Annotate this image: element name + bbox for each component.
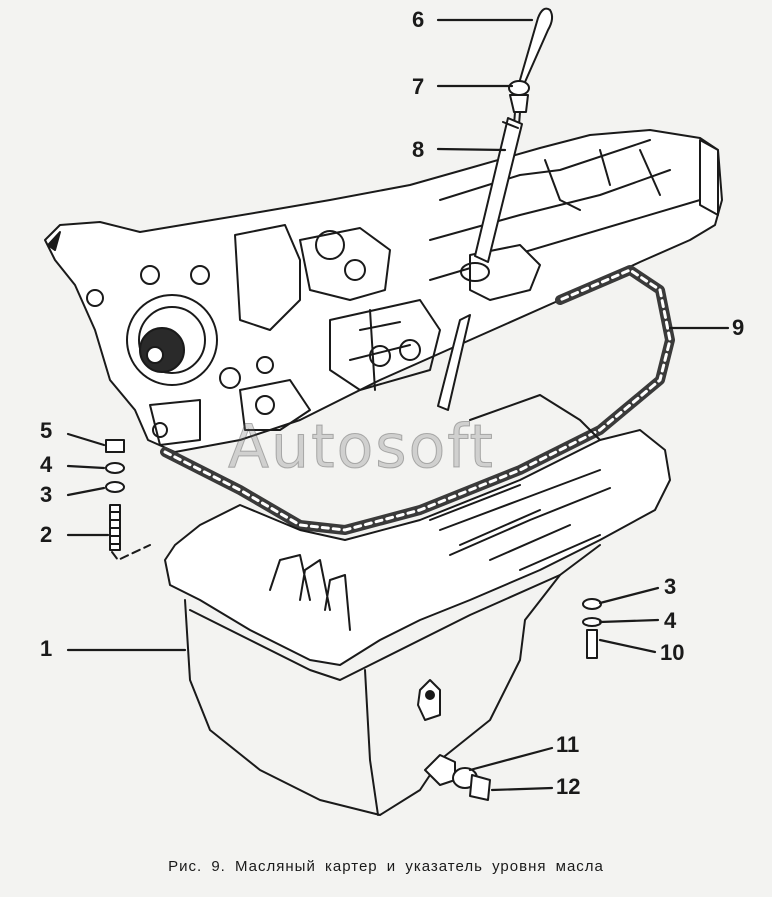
callout-8: 8: [412, 137, 425, 162]
callout-5: 5: [40, 418, 53, 443]
transmission-housing: [44, 129, 723, 453]
callout-3-left: 3: [40, 482, 53, 507]
callout-4-left: 4: [40, 452, 53, 477]
left-fastener-stack: [105, 439, 151, 561]
callout-1: 1: [40, 636, 53, 661]
callout-6: 6: [412, 7, 425, 32]
watermark: Autosoft: [228, 412, 495, 483]
callout-9: 9: [732, 315, 745, 340]
oil-pan: [164, 394, 671, 816]
oil-pan-gasket: [160, 265, 675, 535]
dipstick-assembly: [474, 7, 554, 263]
figure-caption: Рис. 9. Масляный картер и указатель уров…: [168, 858, 604, 875]
callout-4-right: 4: [664, 608, 677, 633]
callout-3-right: 3: [664, 574, 677, 599]
callout-10: 10: [660, 640, 685, 665]
leader-lines: [66, 18, 730, 792]
callout-2: 2: [40, 522, 53, 547]
callout-12: 12: [556, 774, 581, 799]
drain-plug: [452, 767, 491, 801]
callout-11: 11: [556, 732, 580, 757]
right-fastener-stack: [582, 598, 602, 659]
callout-7: 7: [412, 74, 425, 99]
